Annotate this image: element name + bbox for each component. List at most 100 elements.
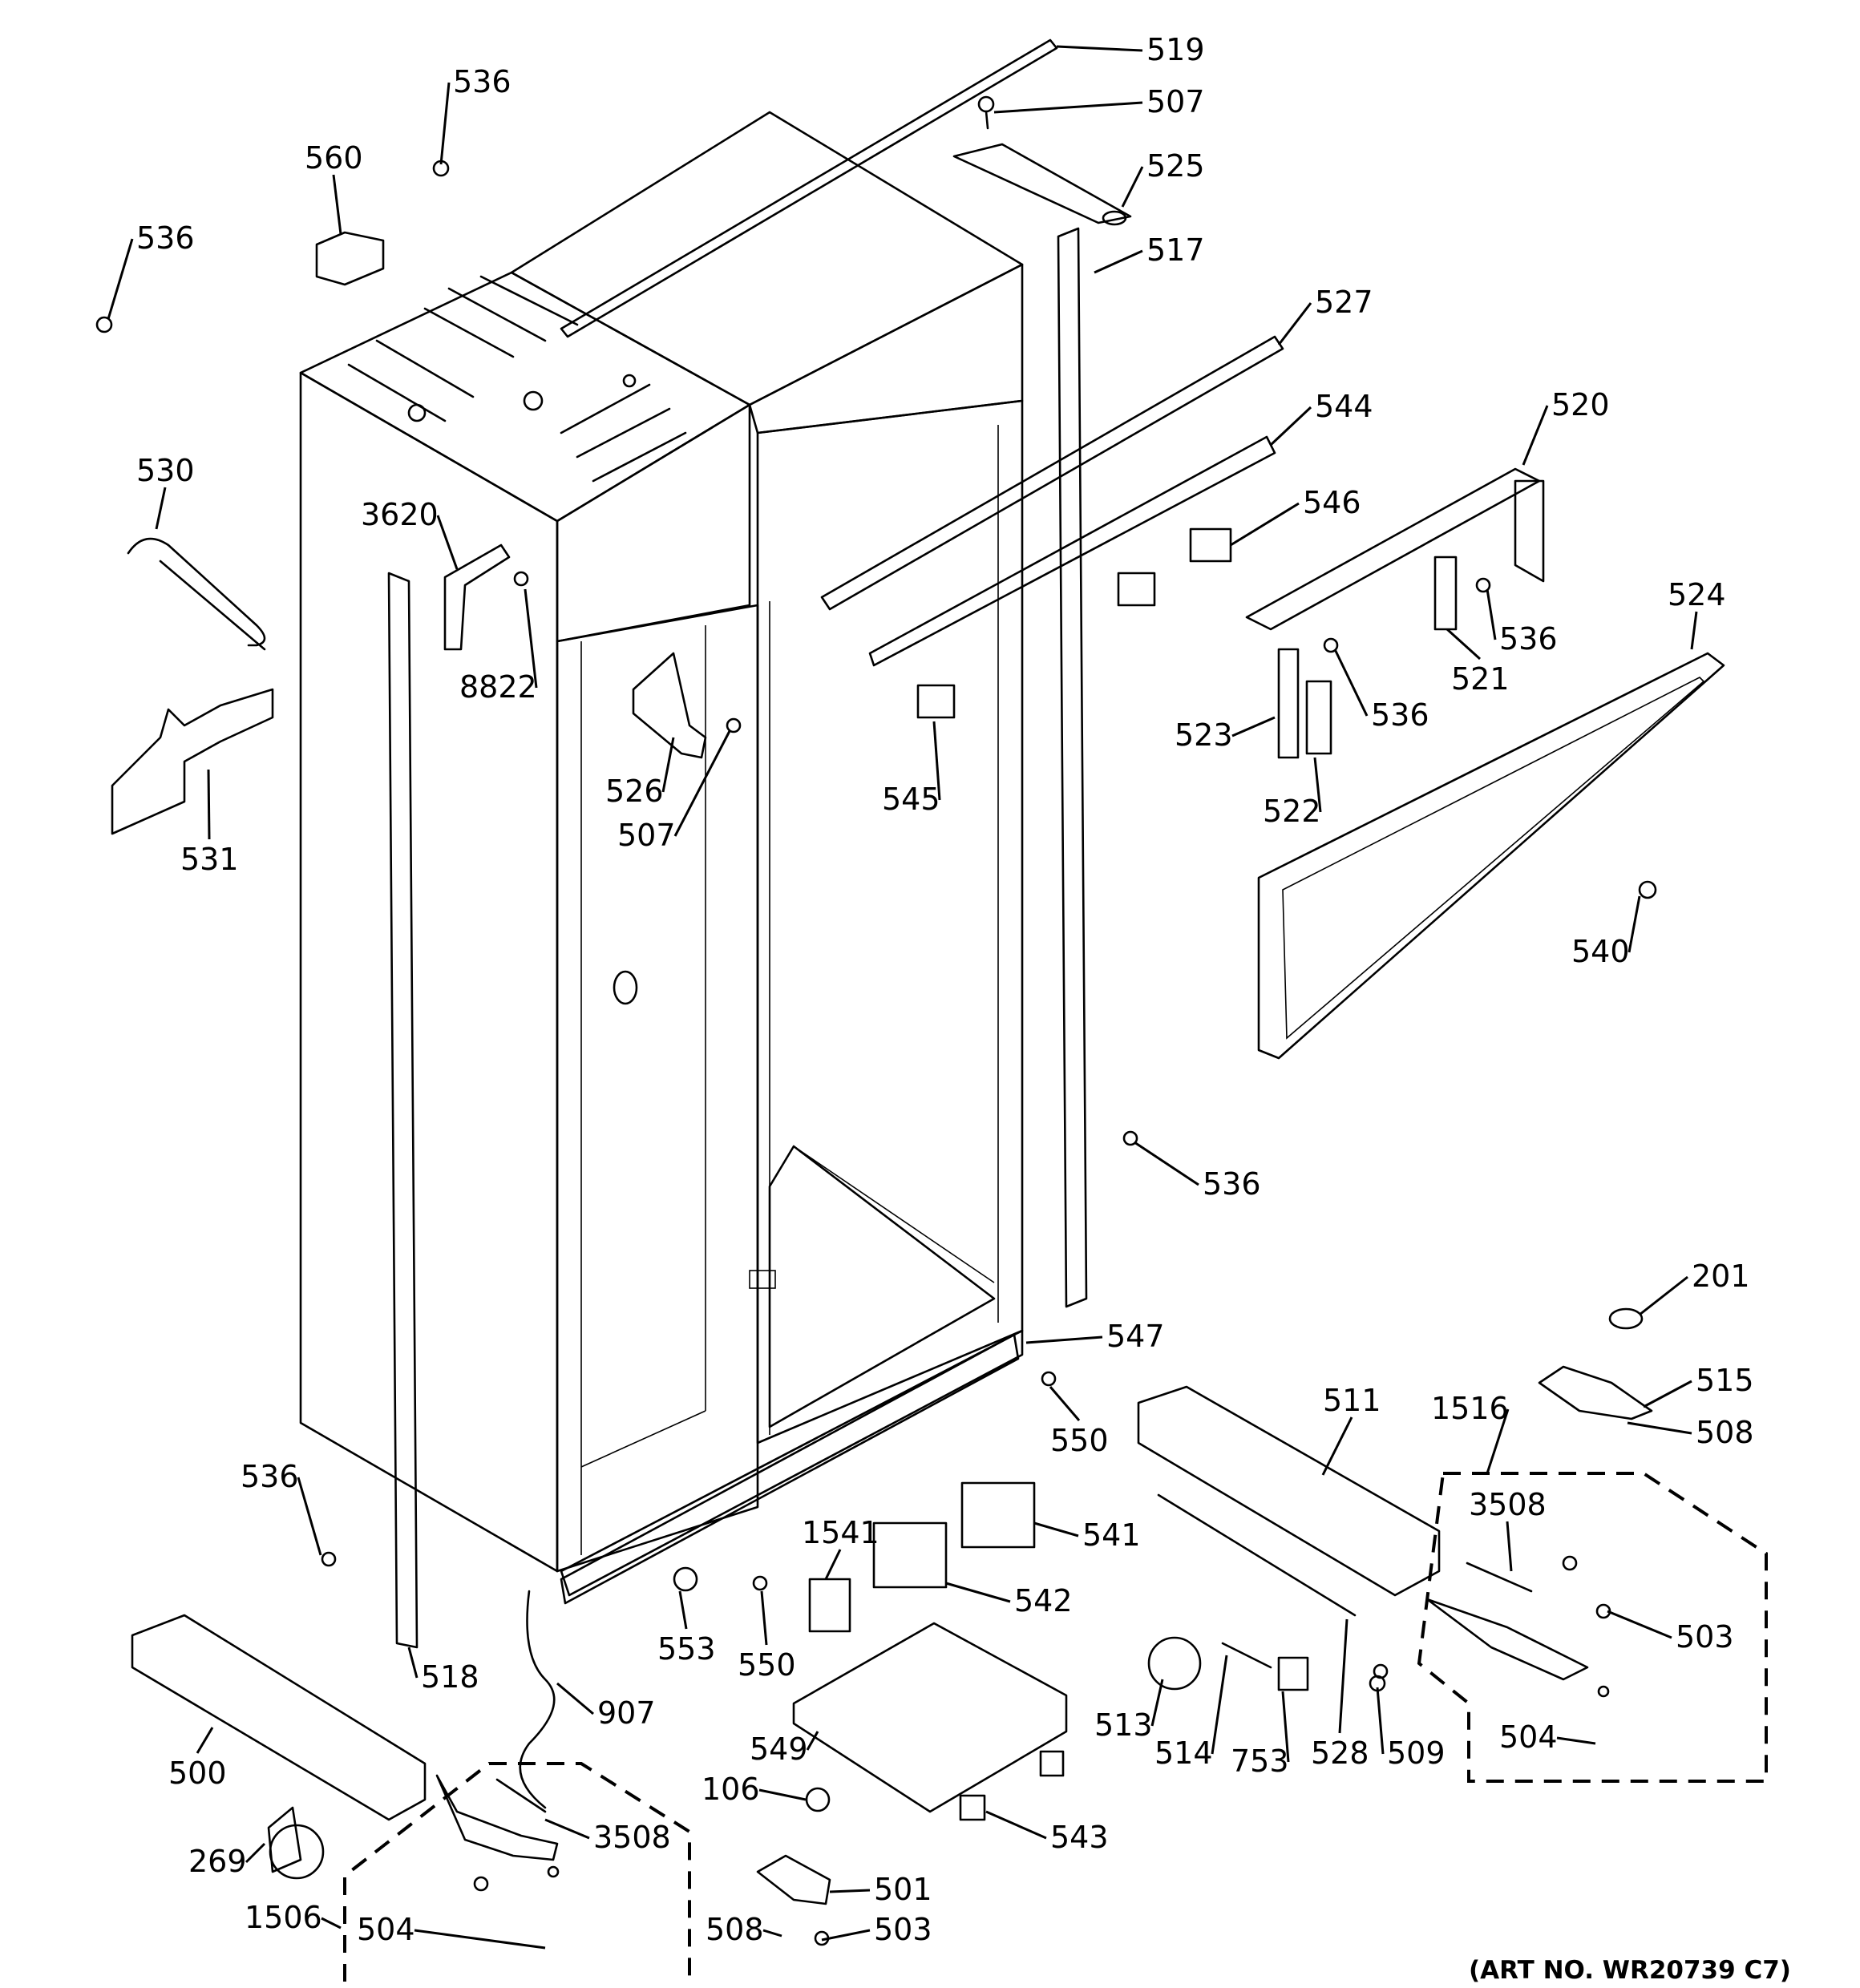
leader-line-8822 [524,588,538,689]
part-523-bracket [1277,648,1300,759]
callout-label-541: 541 [1082,1517,1141,1553]
callout-label-523: 523 [1175,717,1233,753]
part-269-roller [267,1806,325,1880]
callout-label-508b: 508 [706,1912,764,1947]
callout-label-753: 753 [1231,1744,1289,1779]
callout-label-531: 531 [180,842,239,877]
leader-line-515 [1643,1380,1692,1408]
leader-line-519 [1056,45,1143,52]
callout-label-1516: 1516 [1431,1391,1509,1426]
callout-label-504a: 504 [1499,1719,1558,1755]
part-524-frame [1257,652,1725,1060]
callout-label-508a: 508 [1696,1415,1754,1450]
part-560-bracket [315,231,385,286]
callout-label-536b: 536 [136,220,195,256]
part-521-clip [1433,556,1458,631]
callout-label-519: 519 [1146,32,1205,67]
leader-lines [107,45,1698,1950]
leader-line-201 [1639,1275,1688,1316]
part-507-screw-top [977,95,995,130]
callout-label-544: 544 [1315,389,1373,424]
small-fasteners [95,160,1611,1946]
leader-line-526 [661,737,675,793]
callout-label-526: 526 [605,774,664,809]
leader-line-536a [439,82,451,165]
part-1541-capacitor [808,1578,851,1633]
callout-label-8822: 8822 [459,669,537,705]
leader-line-536e [1134,1141,1199,1186]
leader-line-753 [1281,1691,1290,1763]
part-500-housing [131,1614,427,1821]
leader-line-544 [1269,406,1312,446]
leader-line-521 [1446,628,1482,661]
leader-line-553 [678,1590,688,1630]
leader-line-3620 [436,515,459,570]
part-542-transformer [872,1521,948,1589]
callout-label-542: 542 [1014,1583,1073,1618]
callout-label-536e: 536 [1203,1166,1261,1202]
callout-label-524: 524 [1668,577,1726,612]
leader-line-503b [821,1929,871,1942]
leader-line-560 [332,174,342,235]
callout-label-525: 525 [1146,148,1205,184]
leader-line-530 [155,487,167,530]
part-531-bracket [111,688,274,835]
leader-line-536c [1486,588,1497,640]
leader-line-514 [1211,1655,1228,1755]
callout-label-546: 546 [1303,485,1361,520]
leader-line-907 [556,1682,594,1715]
callout-label-514: 514 [1154,1735,1213,1771]
leader-line-1516 [1486,1408,1510,1474]
callout-label-517: 517 [1146,232,1205,268]
callout-label-536f: 536 [241,1459,299,1494]
assembly-1506-boundary [343,1762,691,1982]
leader-line-536f [297,1477,322,1556]
leader-line-528 [1338,1618,1348,1734]
callout-label-536c: 536 [1499,621,1558,657]
callout-label-513: 513 [1094,1707,1153,1743]
leader-line-513 [1150,1679,1164,1727]
leader-line-549 [806,1731,819,1751]
part-514-spring [1221,1642,1272,1669]
part-753-bracket [1277,1656,1309,1691]
callout-label-521: 521 [1451,661,1510,697]
part-517-vertical-trim [1057,227,1088,1308]
callout-label-549: 549 [750,1731,808,1767]
callout-label-507b: 507 [617,818,676,853]
callout-label-540: 540 [1571,934,1630,969]
part-3508-springs [435,1562,1589,1861]
callout-label-106: 106 [702,1772,760,1807]
leader-line-550a [1049,1386,1081,1421]
part-520-cover [1245,467,1545,631]
part-526-hinge [632,652,707,759]
leader-line-536d [1333,649,1369,717]
leader-line-525 [1121,166,1144,208]
callout-label-503b: 503 [874,1912,932,1947]
part-515-plate [1538,1365,1653,1420]
part-545-bracket [916,572,1156,719]
part-527-rail [820,335,1284,611]
callout-label-530: 530 [136,453,195,488]
part-501-plate [756,1854,831,1905]
part-522-switch [1305,680,1332,755]
part-544-rail [868,435,1276,667]
callout-label-3508a: 3508 [1469,1487,1547,1522]
callout-label-3620: 3620 [361,497,439,532]
part-541-transformer [960,1481,1036,1549]
leader-line-523 [1231,716,1276,737]
leader-line-536b [107,238,134,320]
part-530-harness [127,537,266,651]
leader-line-106 [758,1788,807,1801]
callout-label-515: 515 [1696,1363,1754,1398]
callout-label-504b: 504 [357,1912,415,1947]
leader-line-546 [1230,502,1300,547]
part-540-screw [1638,880,1657,899]
part-543-plugs [959,1750,1065,1821]
part-3620-bracket [443,543,511,651]
part-511-housing [1137,1385,1441,1597]
leader-line-501 [829,1889,871,1893]
leader-line-527 [1277,302,1312,345]
leader-line-511 [1321,1416,1353,1476]
